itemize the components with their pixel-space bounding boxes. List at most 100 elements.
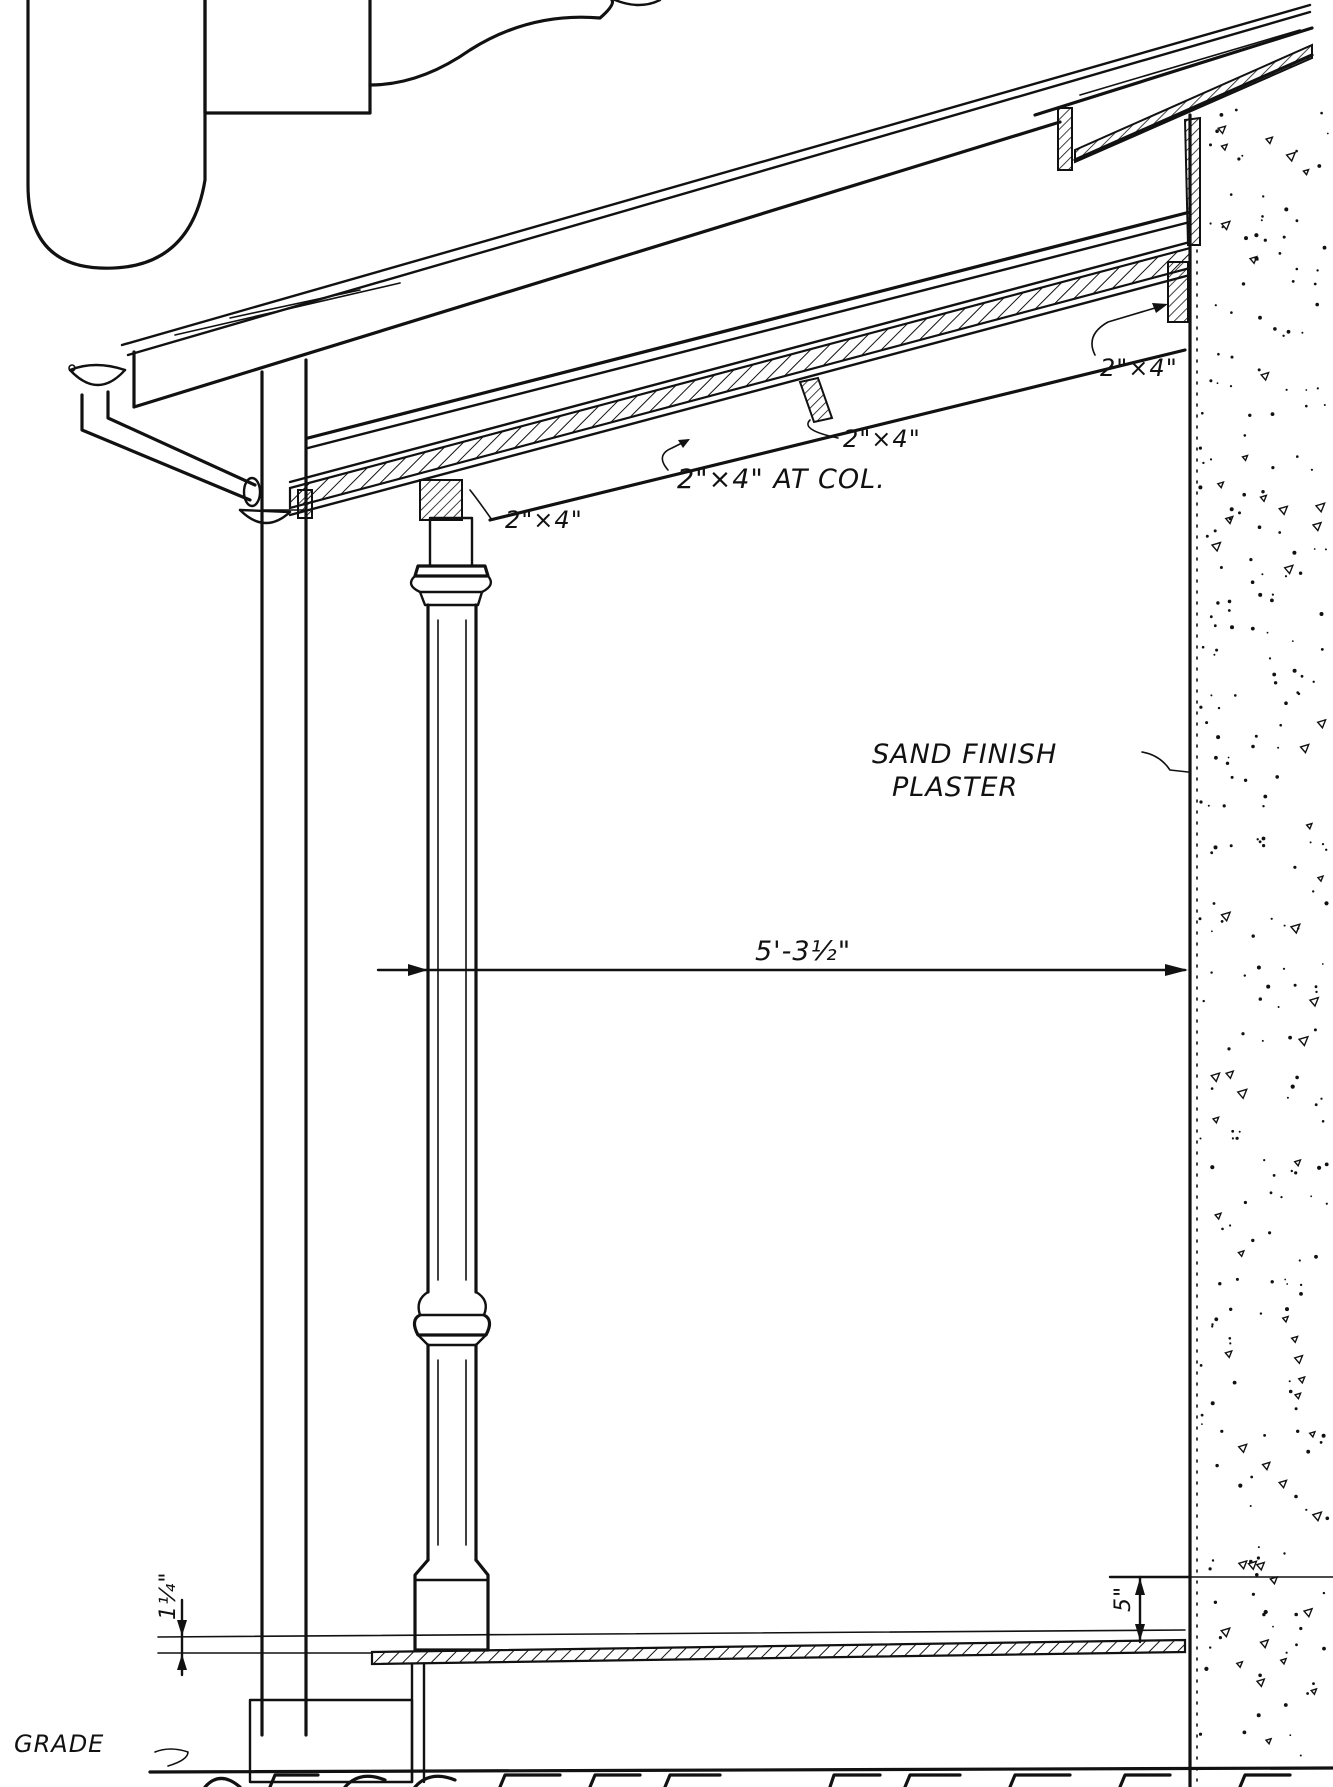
aggregate-mark (1279, 1657, 1288, 1666)
aggregate-mark (1224, 1070, 1235, 1080)
stipple-dot (1326, 132, 1329, 135)
stipple-dot (1261, 215, 1264, 218)
aggregate-mark (1259, 1638, 1270, 1649)
stipple-dot (1211, 1323, 1214, 1326)
stipple-dot (1272, 672, 1277, 677)
stipple-dot (1313, 1028, 1317, 1032)
aggregate-mark (1237, 1443, 1248, 1454)
stipple-dot (1215, 129, 1219, 133)
stipple-dot (1286, 1283, 1289, 1285)
aggregate-mark (1308, 996, 1320, 1008)
stipple-dot (1288, 1035, 1292, 1040)
aggregate-mark (1264, 1737, 1273, 1746)
stipple-dot (1294, 1494, 1298, 1499)
stipple-dot (1258, 997, 1263, 1001)
stipple-dot (1220, 1429, 1224, 1433)
stipple-dot (1199, 1364, 1203, 1367)
aggregate-mark (1237, 1559, 1248, 1571)
stipple-dot (1213, 653, 1216, 656)
stipple-dot (1310, 1195, 1313, 1198)
stipple-dot (1218, 1282, 1222, 1286)
stipple-dot (1209, 143, 1212, 147)
aggregate-mark (1285, 151, 1297, 163)
stipple-dot (1258, 592, 1263, 597)
aggregate-mark (1278, 505, 1289, 516)
stipple-dot (1263, 238, 1267, 242)
stipple-dot (1312, 1682, 1315, 1685)
stipple-dot (1255, 1573, 1259, 1577)
stipple-dot (1258, 1673, 1262, 1678)
aggregate-mark (1283, 564, 1295, 575)
stipple-dot (1242, 492, 1246, 497)
stipple-dot (1270, 598, 1274, 603)
stipple-dot (1256, 1556, 1260, 1560)
stipple-dot (1238, 1130, 1241, 1133)
aggregate-mark (1261, 1461, 1272, 1471)
stipple-dot (1209, 379, 1213, 383)
stipple-dot (1229, 1224, 1232, 1227)
stipple-dot (1263, 794, 1268, 799)
stipple-dot (1270, 917, 1273, 920)
stipple-dot (1270, 1280, 1274, 1284)
stipple-dot (1312, 680, 1315, 683)
stipple-dot (1320, 1097, 1323, 1100)
stipple-dot (1261, 1039, 1264, 1042)
aggregate-mark (1255, 1677, 1266, 1688)
stipple-dot (1198, 446, 1202, 450)
aggregate-mark (1220, 911, 1232, 923)
stipple-dot (1305, 389, 1308, 391)
stipple-dot (1210, 1165, 1215, 1170)
stipple-dot (1230, 775, 1234, 779)
stipple-dot (1199, 1137, 1202, 1140)
stipple-dot (1225, 761, 1230, 765)
stipple-dot (1296, 691, 1299, 694)
stipple-dot (1284, 1278, 1287, 1281)
stipple-dot (1325, 1202, 1328, 1205)
stipple-dot (1271, 593, 1274, 596)
stipple-dot (1283, 1703, 1288, 1707)
stipple-dot (1230, 355, 1234, 359)
porch-floor (148, 1629, 1333, 1784)
stipple-dot (1292, 550, 1297, 555)
stipple-dot (1210, 851, 1214, 855)
dimension-floor (177, 1598, 187, 1677)
stipple-dot (1249, 1505, 1252, 1507)
label-dimension-step: 5" (1111, 1586, 1136, 1612)
stipple-dot (1288, 1380, 1291, 1383)
stipple-dot (1256, 965, 1261, 970)
stipple-dot (1229, 507, 1234, 512)
aggregate-mark (1269, 1575, 1279, 1586)
stipple-dot (1210, 1087, 1214, 1090)
stipple-dot (1229, 193, 1233, 196)
stipple-dot (1230, 625, 1234, 630)
stipple-dot (1257, 368, 1261, 372)
stipple-dot (1210, 1401, 1215, 1406)
stipple-dot (1266, 984, 1271, 989)
stipple-dot (1321, 843, 1325, 846)
stipple-dot (1242, 1730, 1247, 1735)
aggregate-mark (1210, 1072, 1221, 1083)
stipple-dot (1259, 1312, 1263, 1315)
stipple-dot (1209, 1646, 1212, 1649)
stipple-dot (1241, 1032, 1245, 1036)
stipple-dot (1321, 1120, 1325, 1123)
aggregate-mark (1216, 125, 1227, 135)
stipple-dot (1211, 930, 1213, 933)
stipple-dot (1278, 531, 1282, 534)
stipple-dot (1262, 195, 1265, 198)
stipple-dot (1250, 580, 1255, 584)
stipple-dot (1211, 1559, 1215, 1562)
stipple-dot (1313, 282, 1317, 286)
stipple-dot (1314, 1103, 1318, 1107)
stipple-dot (1251, 1592, 1255, 1596)
aggregate-mark (1305, 822, 1314, 831)
stipple-dot (1316, 387, 1319, 390)
stipple-dot (1284, 575, 1288, 578)
stipple-dot (1282, 967, 1286, 970)
stipple-dot (1212, 902, 1216, 905)
label-joist-left: 2"×4" (505, 506, 583, 534)
label-dimension-floor: 1¼" (156, 1572, 181, 1620)
stipple-dot (1261, 490, 1265, 494)
stipple-dot (1309, 841, 1312, 844)
stipple-dot (1202, 461, 1205, 465)
